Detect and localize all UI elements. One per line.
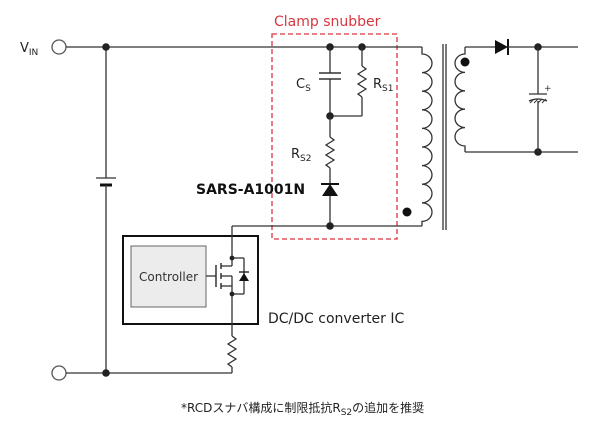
ground-terminal — [51, 365, 67, 381]
resistor-rs2 — [324, 136, 336, 169]
resistor-rs1 — [356, 65, 368, 98]
clamp-snubber-box — [271, 33, 398, 240]
body-diode — [239, 273, 249, 281]
vin-terminal — [51, 39, 67, 55]
controller-label: Controller — [139, 270, 198, 284]
rs1-label: RS1 — [373, 77, 394, 94]
controller-box — [130, 245, 207, 308]
junction-dot — [326, 222, 334, 230]
sense-resistor — [226, 335, 238, 368]
primary-polarity-dot — [402, 207, 412, 217]
primary-winding — [421, 47, 433, 226]
rs2-label: RS2 — [291, 147, 312, 164]
diode-part-label: SARS-A1001N — [196, 182, 305, 198]
footnote: *RCDスナバ構成に制限抵抗RS2の追加を推奨 — [181, 400, 424, 418]
dcdc-ic-label: DC/DC converter IC — [268, 311, 405, 327]
output-diode — [495, 40, 508, 54]
plus-sign: + — [544, 84, 552, 94]
junction-dot — [102, 43, 110, 51]
dcdc-ic-box — [122, 235, 259, 325]
clamp-snubber-title: Clamp snubber — [274, 14, 381, 30]
vin-label: VIN — [20, 41, 38, 58]
secondary-winding — [454, 47, 466, 152]
secondary-polarity-dot — [460, 57, 470, 67]
junction-dot — [102, 369, 110, 377]
junction-dot — [229, 255, 235, 261]
cs-label: CS — [296, 77, 311, 94]
junction-dot — [229, 291, 235, 297]
diode-sars-a1001n — [322, 184, 338, 196]
